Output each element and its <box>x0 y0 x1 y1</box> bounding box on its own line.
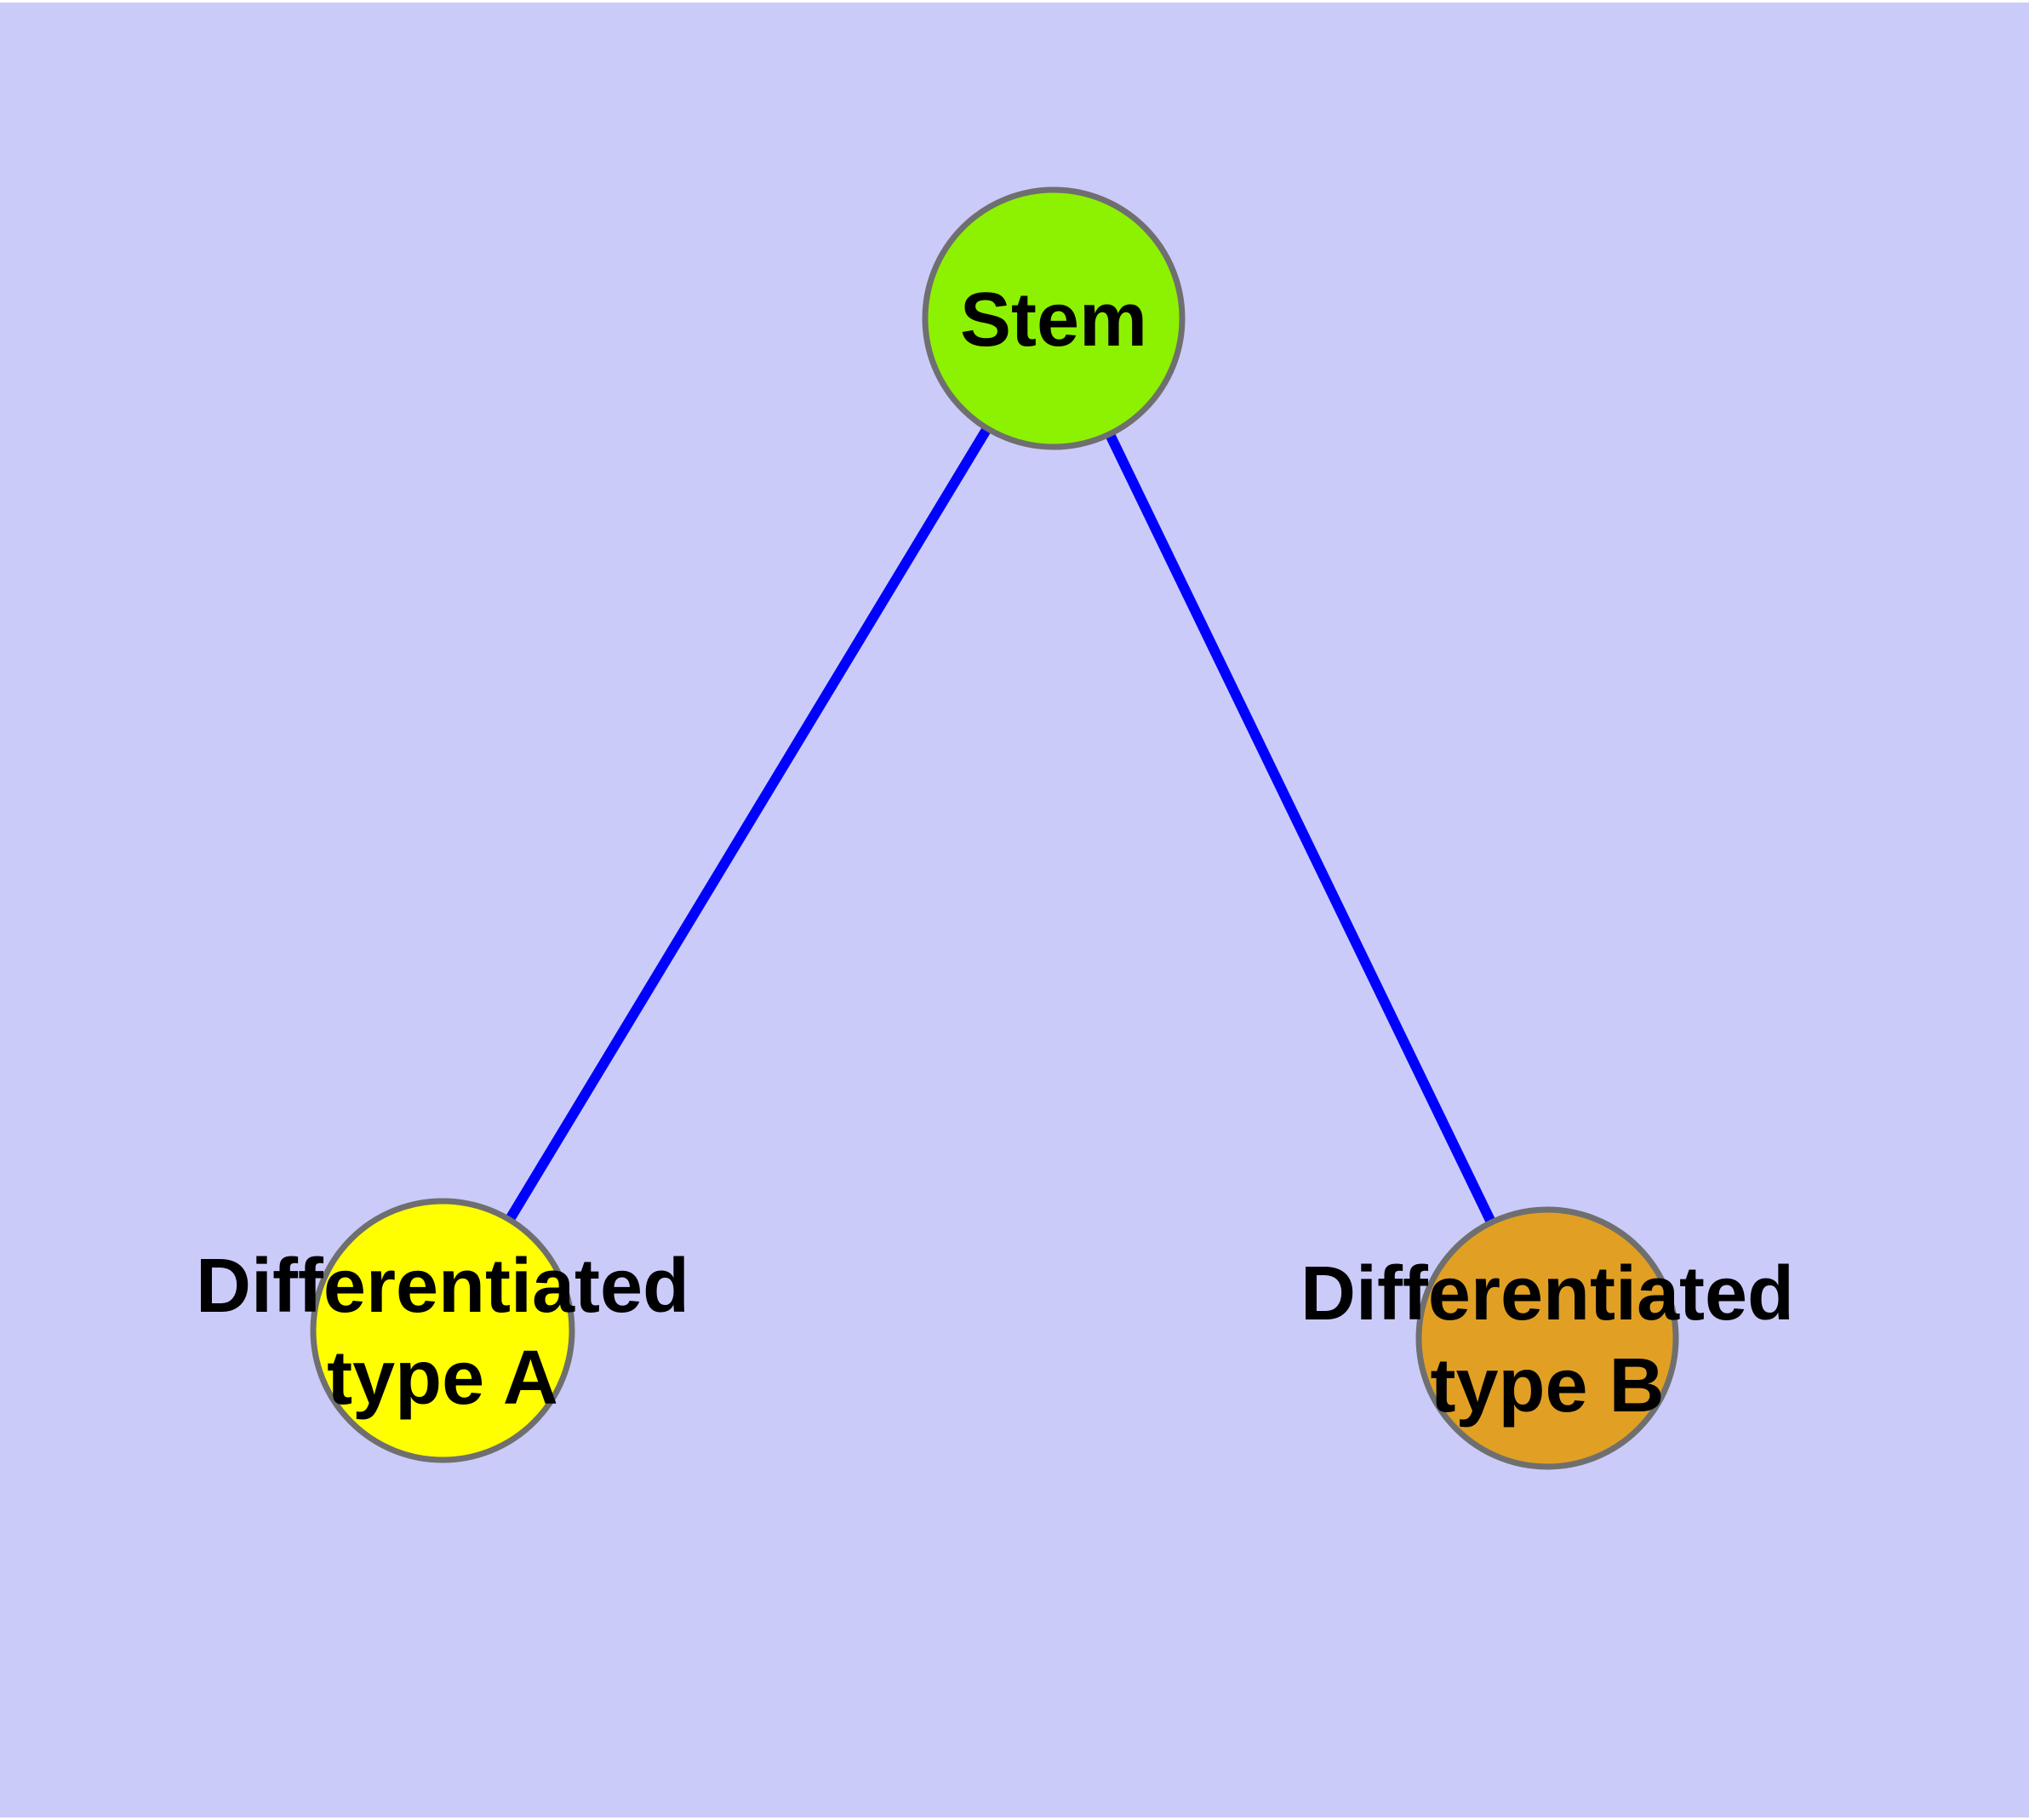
node-label-stem: Stem <box>960 278 1147 363</box>
edge-stem-diff-a <box>437 315 1059 1334</box>
node-label-line: type B <box>1430 1343 1664 1428</box>
edge-stem-diff-b <box>1049 316 1552 1341</box>
node-stem <box>922 186 1186 450</box>
node-label-line: Stem <box>960 278 1147 363</box>
edges-layer <box>437 315 1552 1341</box>
node-label-line: Differentiated <box>196 1244 689 1329</box>
node-label-line: Differentiated <box>1300 1251 1794 1336</box>
node-diff-b <box>1415 1206 1679 1470</box>
nodes-layer <box>310 186 1679 1470</box>
node-diff-a <box>310 1198 575 1463</box>
node-label-line: type A <box>327 1336 558 1421</box>
